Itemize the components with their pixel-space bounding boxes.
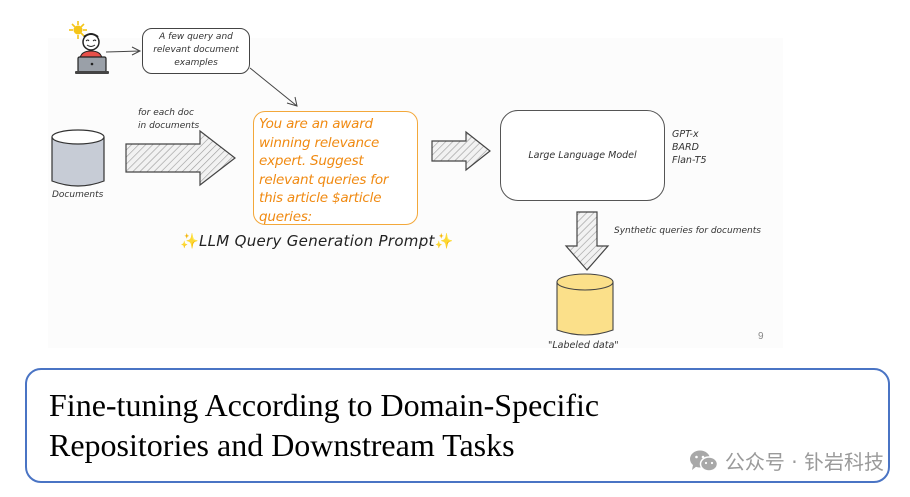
examples-line: examples	[174, 58, 218, 68]
for-each-doc-label: for each doc in documents	[138, 107, 199, 133]
synthetic-queries-label: Synthetic queries for documents	[614, 226, 761, 236]
documents-cylinder-icon	[51, 129, 105, 187]
caption-line: Fine-tuning According to Domain-Specific	[49, 387, 600, 423]
watermark-text: 公众号 · 钋岩科技	[724, 450, 884, 474]
for-each-line: in documents	[138, 121, 200, 131]
prompt-text: You are an award winning relevance exper…	[259, 116, 389, 225]
labeled-data-cylinder-icon	[556, 273, 614, 336]
sparkle-icon: ✨	[180, 232, 199, 250]
prompt-title-text: LLM Query Generation Prompt	[198, 232, 435, 250]
examples-line: A few query and	[159, 32, 233, 42]
caption-line: Repositories and Downstream Tasks	[49, 427, 515, 463]
prompt-title: ✨LLM Query Generation Prompt✨	[180, 232, 454, 250]
prompt-box: You are an award winning relevance exper…	[253, 111, 418, 225]
caption-text: Fine-tuning According to Domain-Specific…	[49, 385, 599, 465]
diagram-canvas	[51, 21, 614, 336]
examples-box: A few query and relevant document exampl…	[142, 28, 250, 74]
sun-icon	[69, 21, 87, 39]
labeled-data-label: "Labeled data"	[548, 340, 619, 351]
llm-label: Large Language Model	[528, 150, 637, 161]
wechat-icon	[689, 450, 719, 472]
model-item: GPT-x	[672, 129, 699, 140]
for-each-line: for each doc	[138, 108, 194, 118]
model-item: BARD	[672, 142, 699, 153]
caption-box: Fine-tuning According to Domain-Specific…	[25, 368, 890, 483]
arrow-llm-to-labeled-data	[564, 211, 610, 271]
arrow-documents-to-prompt	[125, 129, 236, 187]
arrow-examples-to-prompt	[249, 67, 298, 107]
model-list: GPT-x BARD Flan-T5	[672, 128, 707, 167]
magic-wand-sparkle-icon: ✨	[434, 232, 454, 250]
arrow-prompt-to-llm	[431, 130, 491, 172]
documents-label: Documents	[52, 190, 104, 200]
examples-line: relevant document	[153, 45, 239, 55]
person-at-laptop-icon	[69, 21, 109, 74]
watermark: 公众号 · 钋岩科技	[689, 446, 884, 475]
llm-box: Large Language Model	[500, 110, 665, 201]
model-item: Flan-T5	[672, 155, 707, 166]
page-number: 9	[758, 331, 764, 342]
arrow-person-to-examples	[105, 46, 142, 56]
